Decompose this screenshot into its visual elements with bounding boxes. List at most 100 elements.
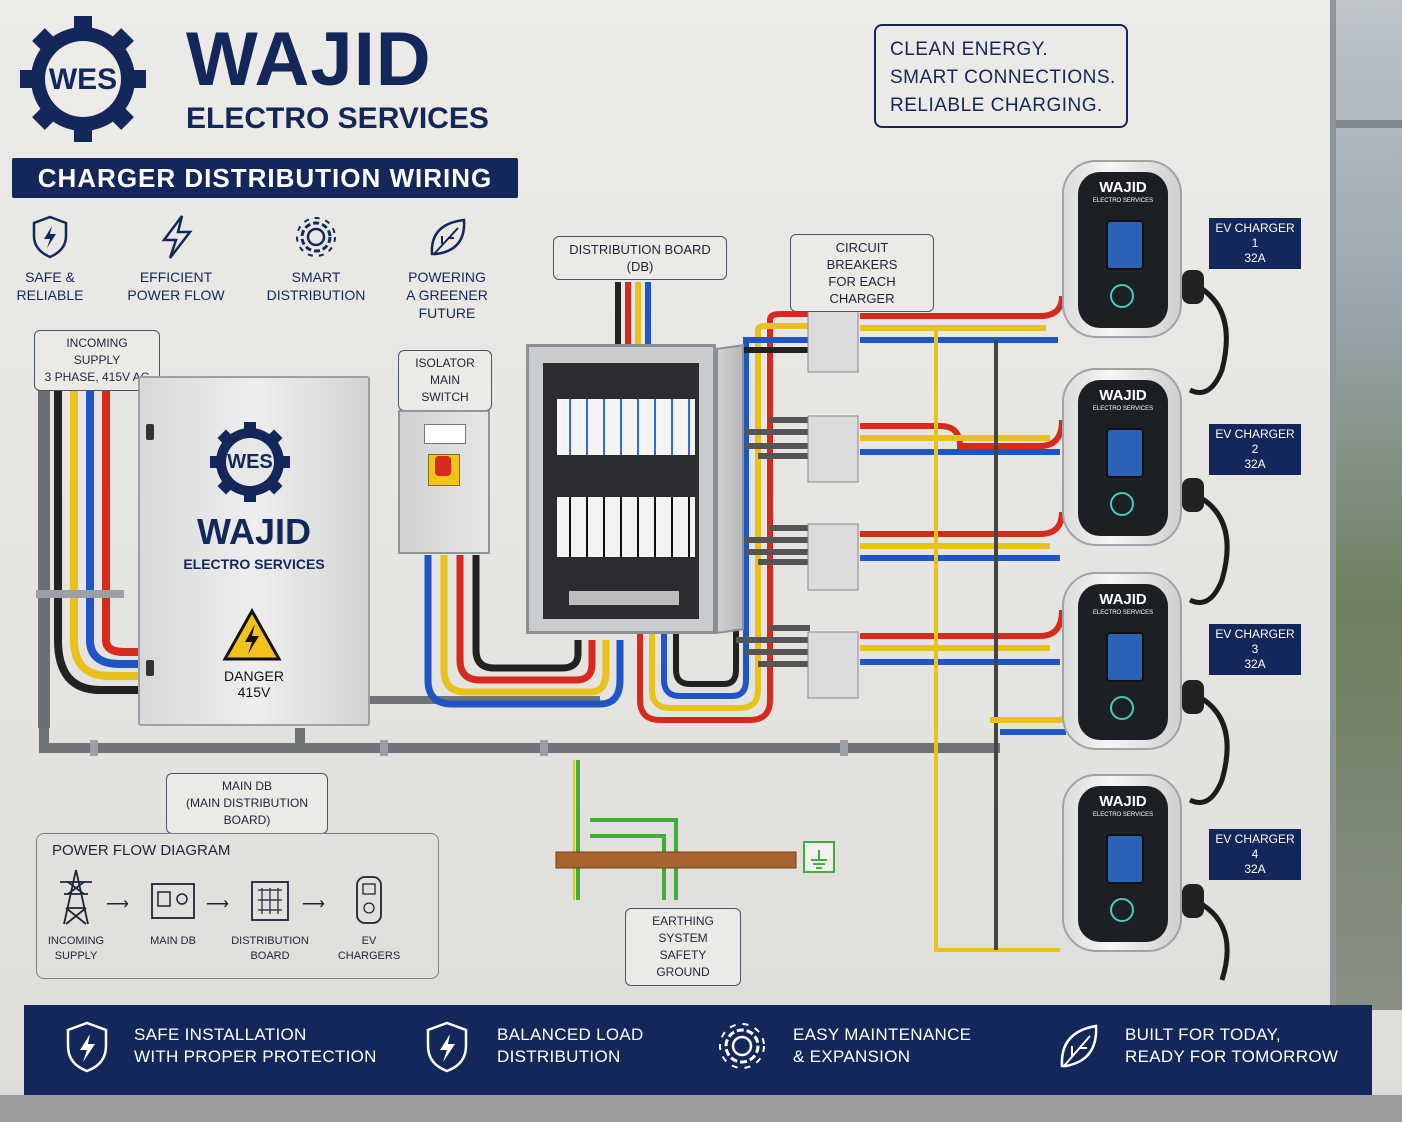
- flow-step-label: MAIN DB: [133, 934, 213, 949]
- ev-charger-4-tag: EV CHARGER 4 32A: [1209, 829, 1301, 880]
- flow-step-line: INCOMING: [47, 935, 105, 947]
- flow-step-line: SUPPLY: [54, 950, 98, 962]
- label-line: MAIN SWITCH: [421, 373, 469, 404]
- ev-charger-2: WAJID ELECTRO SERVICES: [1062, 368, 1182, 546]
- charger-brand: WAJID: [1099, 591, 1147, 608]
- flow-step-line: EV: [361, 935, 377, 947]
- ev-charger-4: WAJID ELECTRO SERVICES: [1062, 774, 1182, 952]
- label-line: CIRCUIT BREAKERS: [826, 240, 898, 272]
- label-line: FOR EACH CHARGER: [828, 274, 896, 306]
- footer-feature-text: EASY MAINTENANCE & EXPANSION: [793, 1024, 971, 1068]
- leaf-icon: [430, 218, 466, 256]
- charger-status-ring: [1110, 696, 1134, 720]
- charger-screen: [1106, 428, 1144, 478]
- feature-label: SAFE &: [25, 269, 75, 285]
- earthing-label: EARTHING SYSTEM SAFETY GROUND: [625, 908, 741, 986]
- circuit-breakers: [807, 305, 859, 699]
- footer-feature-text: SAFE INSTALLATION WITH PROPER PROTECTION: [134, 1024, 377, 1068]
- feature-smart-distribution: SMART DISTRIBUTION: [256, 214, 376, 304]
- earthing-bar: [555, 760, 835, 900]
- charger-screen: [1106, 220, 1144, 270]
- brand-name: WAJID: [186, 17, 432, 102]
- tagline-box: CLEAN ENERGY. SMART CONNECTIONS. RELIABL…: [874, 24, 1128, 128]
- voltage-label: 415V: [237, 684, 271, 700]
- charger-brand: WAJID: [1099, 179, 1147, 196]
- flow-step-line: DISTRIBUTION: [231, 935, 309, 947]
- power-flow-title: POWER FLOW DIAGRAM: [52, 842, 231, 859]
- db-outgoing-cables: [637, 311, 810, 723]
- feature-label: SMART: [291, 269, 341, 285]
- feature-label: RELIABLE: [16, 287, 84, 303]
- isolator-label: ISOLATOR MAIN SWITCH: [398, 350, 492, 411]
- tagline-line: CLEAN ENERGY.: [890, 39, 1049, 60]
- charger-feed-cables: [860, 295, 1069, 952]
- label-line: EARTHING SYSTEM: [652, 914, 714, 945]
- shield-bolt-icon: [426, 1021, 468, 1073]
- flow-arrow-icon: ⟶: [106, 896, 129, 913]
- label-line: 3 PHASE, 415V AC: [44, 370, 150, 384]
- label-line: MAIN DB: [221, 779, 272, 793]
- warning-triangle-icon: [222, 608, 282, 661]
- main-db-icon: [151, 883, 195, 919]
- charger-face: WAJID ELECTRO SERVICES: [1078, 786, 1168, 942]
- footer-line: & EXPANSION: [793, 1047, 911, 1066]
- db-neutral-bar: [569, 591, 679, 605]
- flow-arrow-icon: ⟶: [302, 896, 325, 913]
- isolator-cables: [424, 555, 624, 708]
- conduit-run: [39, 696, 1000, 756]
- tag-line: 32A: [1244, 862, 1266, 876]
- footer-line: BUILT FOR TODAY,: [1125, 1025, 1281, 1044]
- flow-step-line: CHARGERS: [337, 950, 401, 962]
- flow-step-line: MAIN DB: [150, 935, 196, 947]
- charger-status-ring: [1110, 284, 1134, 308]
- isolator-red-handle[interactable]: [435, 456, 451, 476]
- label-line: (DB): [626, 259, 654, 274]
- shield-bolt-icon: [66, 1021, 108, 1073]
- tagline-line: SMART CONNECTIONS.: [890, 67, 1116, 88]
- flow-arrow-icon: ⟶: [206, 896, 229, 913]
- leaf-icon: [1060, 1024, 1098, 1068]
- db-door[interactable]: [716, 344, 744, 634]
- label-line: SAFETY GROUND: [656, 948, 710, 979]
- brand-logo-text: WES: [48, 63, 118, 96]
- flow-step-line: BOARD: [250, 950, 290, 962]
- ev-charger-2-tag: EV CHARGER 2 32A: [1209, 424, 1301, 475]
- charger-plug-cables: [1182, 270, 1230, 981]
- db-top-cables: [615, 282, 651, 346]
- circuit-breakers-label: CIRCUIT BREAKERS FOR EACH CHARGER: [790, 234, 934, 312]
- distribution-board-label: DISTRIBUTION BOARD (DB): [553, 236, 727, 280]
- panel-brand-name: WAJID: [196, 511, 311, 552]
- feature-label: EFFICIENT: [139, 269, 213, 285]
- distribution-board: [526, 344, 716, 634]
- feature-greener-future: POWERING A GREENER FUTURE: [382, 214, 512, 322]
- footer-bar: [24, 1005, 1372, 1095]
- ev-charger-3: WAJID ELECTRO SERVICES: [1062, 572, 1182, 750]
- feature-efficient-power-flow: EFFICIENT POWER FLOW: [116, 214, 236, 304]
- charger-brand: WAJID: [1099, 793, 1147, 810]
- brand-logo-gear-icon: [20, 16, 146, 142]
- transmission-tower-icon: [60, 869, 92, 925]
- isolator-switch: [398, 410, 490, 554]
- power-flow-diagram-box: [36, 833, 439, 979]
- danger-label: DANGER: [224, 668, 284, 684]
- footer-line: EASY MAINTENANCE: [793, 1025, 972, 1044]
- shield-bolt-icon: [32, 215, 68, 259]
- charger-face: WAJID ELECTRO SERVICES: [1078, 584, 1168, 740]
- ground-strip: [0, 1095, 1402, 1122]
- charger-status-ring: [1110, 492, 1134, 516]
- label-line: INCOMING SUPPLY: [66, 336, 128, 367]
- poster-title-banner: CHARGER DISTRIBUTION WIRING: [12, 158, 518, 198]
- flow-step-label: EV CHARGERS: [329, 934, 409, 964]
- panel-logo-gear-icon: [210, 422, 290, 502]
- charger-status-ring: [1110, 898, 1134, 922]
- feature-label: DISTRIBUTION: [266, 287, 366, 303]
- charger-face: WAJID ELECTRO SERVICES: [1078, 380, 1168, 536]
- ev-charger-1-tag: EV CHARGER 1 32A: [1209, 218, 1301, 269]
- gear-icon: [296, 217, 336, 257]
- incoming-cables: [36, 378, 140, 728]
- tag-line: EV CHARGER 4: [1215, 832, 1295, 861]
- charger-screen: [1106, 834, 1144, 884]
- footer-line: WITH PROPER PROTECTION: [134, 1047, 377, 1066]
